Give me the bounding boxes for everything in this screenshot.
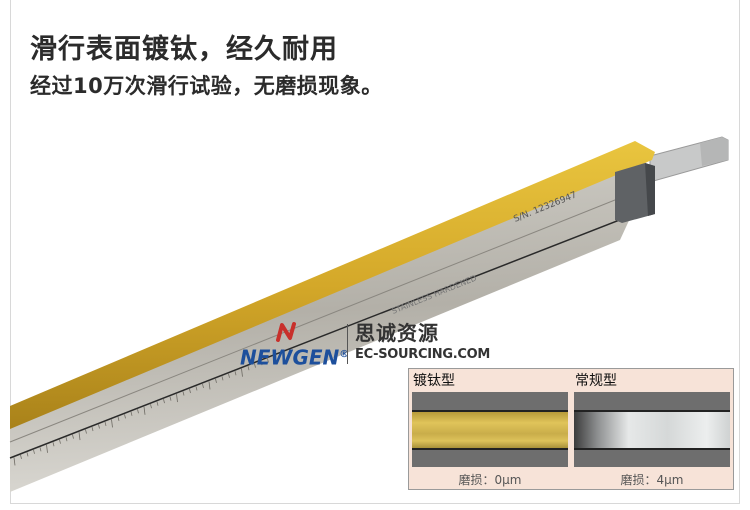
scale-tick xyxy=(91,426,94,432)
scale-tick xyxy=(104,421,107,427)
scale-tick xyxy=(137,409,139,414)
scale-tick xyxy=(254,363,256,368)
scale-tick xyxy=(33,449,35,454)
scale-tick xyxy=(234,371,237,376)
scale-tick xyxy=(195,386,198,391)
scale-tick xyxy=(98,424,100,429)
standard-wear-caption: 磨损：4μm xyxy=(620,473,684,487)
logo-brand-text: NEWGEN xyxy=(240,345,340,370)
scale-tick xyxy=(39,447,42,452)
scale-tick xyxy=(267,358,269,363)
titanium-wear-caption: 磨损：0μm xyxy=(458,473,522,487)
scale-tick xyxy=(182,391,185,396)
titanium-surface-image xyxy=(412,392,568,467)
titanium-label: 镀钛型 xyxy=(413,373,455,389)
scale-tick xyxy=(260,361,263,366)
scale-tick xyxy=(85,429,87,434)
scale-tick xyxy=(13,457,16,466)
headline-subtitle: 经过10万次滑行试验，无磨损现象。 xyxy=(30,74,383,98)
scale-tick xyxy=(228,373,230,378)
scale-tick xyxy=(208,381,211,390)
titanium-strip xyxy=(10,141,655,429)
scale-tick xyxy=(221,376,224,381)
scale-tick xyxy=(117,416,120,421)
newgen-logo-icon xyxy=(276,322,296,342)
scale-tick xyxy=(78,432,81,441)
scale-tick xyxy=(111,419,113,428)
end-block xyxy=(615,163,655,223)
wear-comparison-panel: 镀钛型 常规型 磨损：0μm 磨损：4μm xyxy=(408,368,734,490)
scale-tick xyxy=(202,383,204,389)
scale-tick xyxy=(124,414,126,419)
scale-tick xyxy=(215,378,217,383)
scale-tick xyxy=(46,444,48,453)
scale-tick xyxy=(52,442,55,447)
logo-brand: NEWGEN® xyxy=(240,344,349,369)
scale-tick xyxy=(143,406,146,415)
caliper-body xyxy=(10,158,650,492)
scale-tick xyxy=(26,452,29,457)
registered-mark: ® xyxy=(339,349,350,360)
scale-tick xyxy=(176,394,178,403)
scale-tick xyxy=(163,399,165,404)
logo-website: EC-SOURCING.COM xyxy=(355,347,490,362)
scale-tick xyxy=(59,439,61,444)
scale-tick xyxy=(241,368,243,377)
scale-tick xyxy=(65,437,68,442)
scale-tick xyxy=(130,411,133,416)
scale-tick xyxy=(169,396,172,401)
scale-tick xyxy=(189,388,191,394)
scale-tick xyxy=(72,434,74,439)
standard-surface-image xyxy=(574,392,730,467)
scale-tick xyxy=(20,454,22,460)
logo-chinese-name: 思诚资源 xyxy=(355,321,439,345)
image-frame xyxy=(10,0,740,504)
scale-tick xyxy=(150,404,152,409)
scale-tick xyxy=(156,401,159,406)
standard-label: 常规型 xyxy=(575,373,617,389)
logo-divider xyxy=(347,324,348,364)
headline-title: 滑行表面镀钛，经久耐用 xyxy=(30,34,338,65)
scale-tick xyxy=(247,366,250,371)
